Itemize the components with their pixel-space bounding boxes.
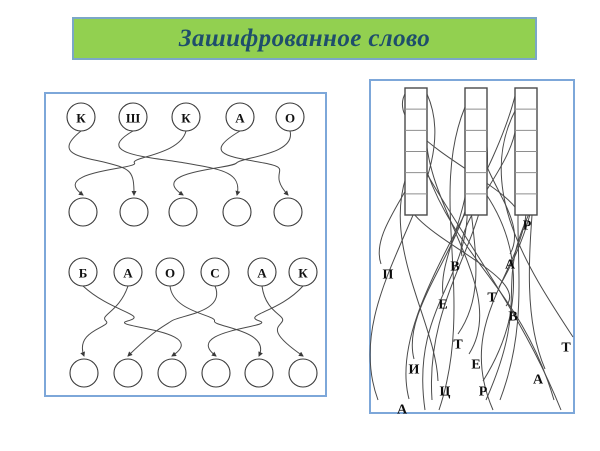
scattered-letter: В [508, 310, 517, 325]
answer-circle[interactable] [201, 358, 231, 388]
scattered-letter: Т [561, 341, 571, 356]
connector-wire [399, 176, 439, 382]
answer-circle[interactable] [113, 358, 143, 388]
scattered-letter: П [383, 268, 394, 283]
letter-circle[interactable] [247, 257, 277, 287]
letter-circle-label: К [298, 266, 308, 281]
letter-circle[interactable] [288, 257, 318, 287]
connector-wire [261, 285, 304, 357]
scattered-letter: Т [453, 338, 463, 353]
letter-circle[interactable] [155, 257, 185, 287]
scattered-letter: Е [438, 298, 447, 313]
letter-circle-label: К [181, 111, 191, 126]
letter-circle[interactable] [66, 102, 96, 132]
connector-wire [500, 108, 574, 338]
connector-wire [485, 197, 538, 401]
answer-circle[interactable] [69, 358, 99, 388]
connector-wire [127, 285, 218, 357]
answer-circle[interactable] [288, 358, 318, 388]
answer-circle[interactable] [222, 197, 252, 227]
letter-circle[interactable] [171, 102, 201, 132]
answer-circle[interactable] [119, 197, 149, 227]
connector-wire [405, 91, 517, 400]
page-title: Зашифрованное слово [178, 24, 431, 52]
answer-circle[interactable] [68, 197, 98, 227]
connector-wire [438, 106, 466, 411]
answer-circle[interactable] [244, 358, 274, 388]
letter-circle-label: А [235, 111, 245, 126]
scattered-letter: А [505, 258, 516, 273]
connector-wire [207, 285, 304, 357]
connector-wire [369, 93, 436, 401]
connector-wire [402, 91, 521, 216]
left-puzzle-panel [44, 92, 327, 397]
answer-circle[interactable] [157, 358, 187, 388]
letter-circle[interactable] [275, 102, 305, 132]
answer-circle[interactable] [273, 197, 303, 227]
scattered-letter: В [450, 260, 459, 275]
connector-wire [74, 130, 187, 196]
connector-wire [173, 130, 291, 196]
scattered-letter: А [533, 373, 544, 388]
letter-circle[interactable] [113, 257, 143, 287]
letter-circle-label: Б [79, 266, 88, 281]
connector-wire [425, 125, 481, 355]
letter-circle[interactable] [68, 257, 98, 287]
letter-circle-label: С [210, 266, 219, 281]
scattered-letter: Т [487, 291, 497, 306]
connector-wire [482, 193, 514, 382]
letter-circle-label: А [257, 266, 267, 281]
letter-circle-label: О [165, 266, 175, 281]
scattered-letter: И [409, 363, 420, 378]
title-banner: Зашифрованное слово [72, 17, 537, 60]
answer-circle[interactable] [168, 197, 198, 227]
letter-circle[interactable] [225, 102, 255, 132]
letter-circle-label: Ш [126, 111, 141, 126]
connector-wire [422, 184, 468, 411]
letter-circle-label: К [76, 111, 86, 126]
connector-wire [169, 285, 263, 357]
connector-wire [68, 130, 137, 196]
connector-wire [82, 285, 182, 357]
connector-wire [426, 171, 555, 401]
letter-circle[interactable] [118, 102, 148, 132]
connector-wire [118, 130, 241, 196]
letter-circle-label: О [285, 111, 295, 126]
scattered-letter: Р [523, 219, 532, 234]
scattered-letter: А [397, 403, 408, 418]
scattered-letter: Р [479, 385, 488, 400]
scattered-letter: Е [471, 358, 480, 373]
letter-circle[interactable] [200, 257, 230, 287]
letter-circle-label: А [123, 266, 133, 281]
connector-wire [220, 130, 289, 196]
connector-wire [80, 285, 129, 357]
scattered-letter: Ц [440, 385, 451, 400]
